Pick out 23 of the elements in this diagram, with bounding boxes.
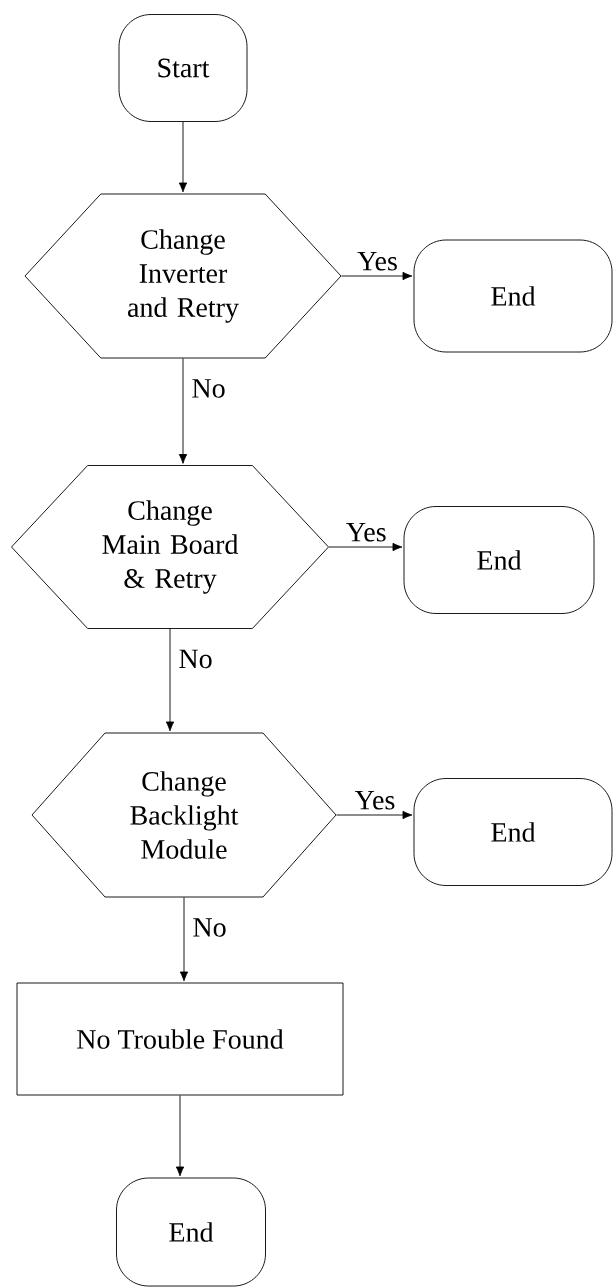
decision-hexagon: Change Inverter and Retry — [24, 193, 342, 359]
arrow — [165, 628, 175, 732]
edge-label: No — [193, 918, 226, 937]
arrow — [178, 358, 188, 464]
arrow — [336, 810, 413, 820]
terminal-box: End — [116, 1177, 266, 1287]
terminal-box: End — [413, 239, 613, 353]
decision-hexagon: Change Main Board & Retry — [11, 465, 329, 629]
arrow — [178, 121, 188, 193]
terminal-box: Start — [118, 14, 248, 122]
edge-label: No — [179, 649, 212, 669]
process-box: No Trouble Found — [16, 982, 344, 1096]
decision-hexagon: Change Backlight Module — [31, 732, 337, 898]
arrow — [341, 271, 413, 281]
arrow — [175, 1095, 185, 1177]
edge-label: Yes — [346, 522, 386, 542]
arrow — [179, 897, 189, 982]
edge-label: No — [192, 379, 225, 398]
edge-label: Yes — [357, 251, 397, 271]
edge-label: Yes — [354, 790, 395, 810]
terminal-box: End — [413, 778, 613, 886]
terminal-box: End — [403, 506, 595, 614]
arrow — [328, 542, 403, 552]
